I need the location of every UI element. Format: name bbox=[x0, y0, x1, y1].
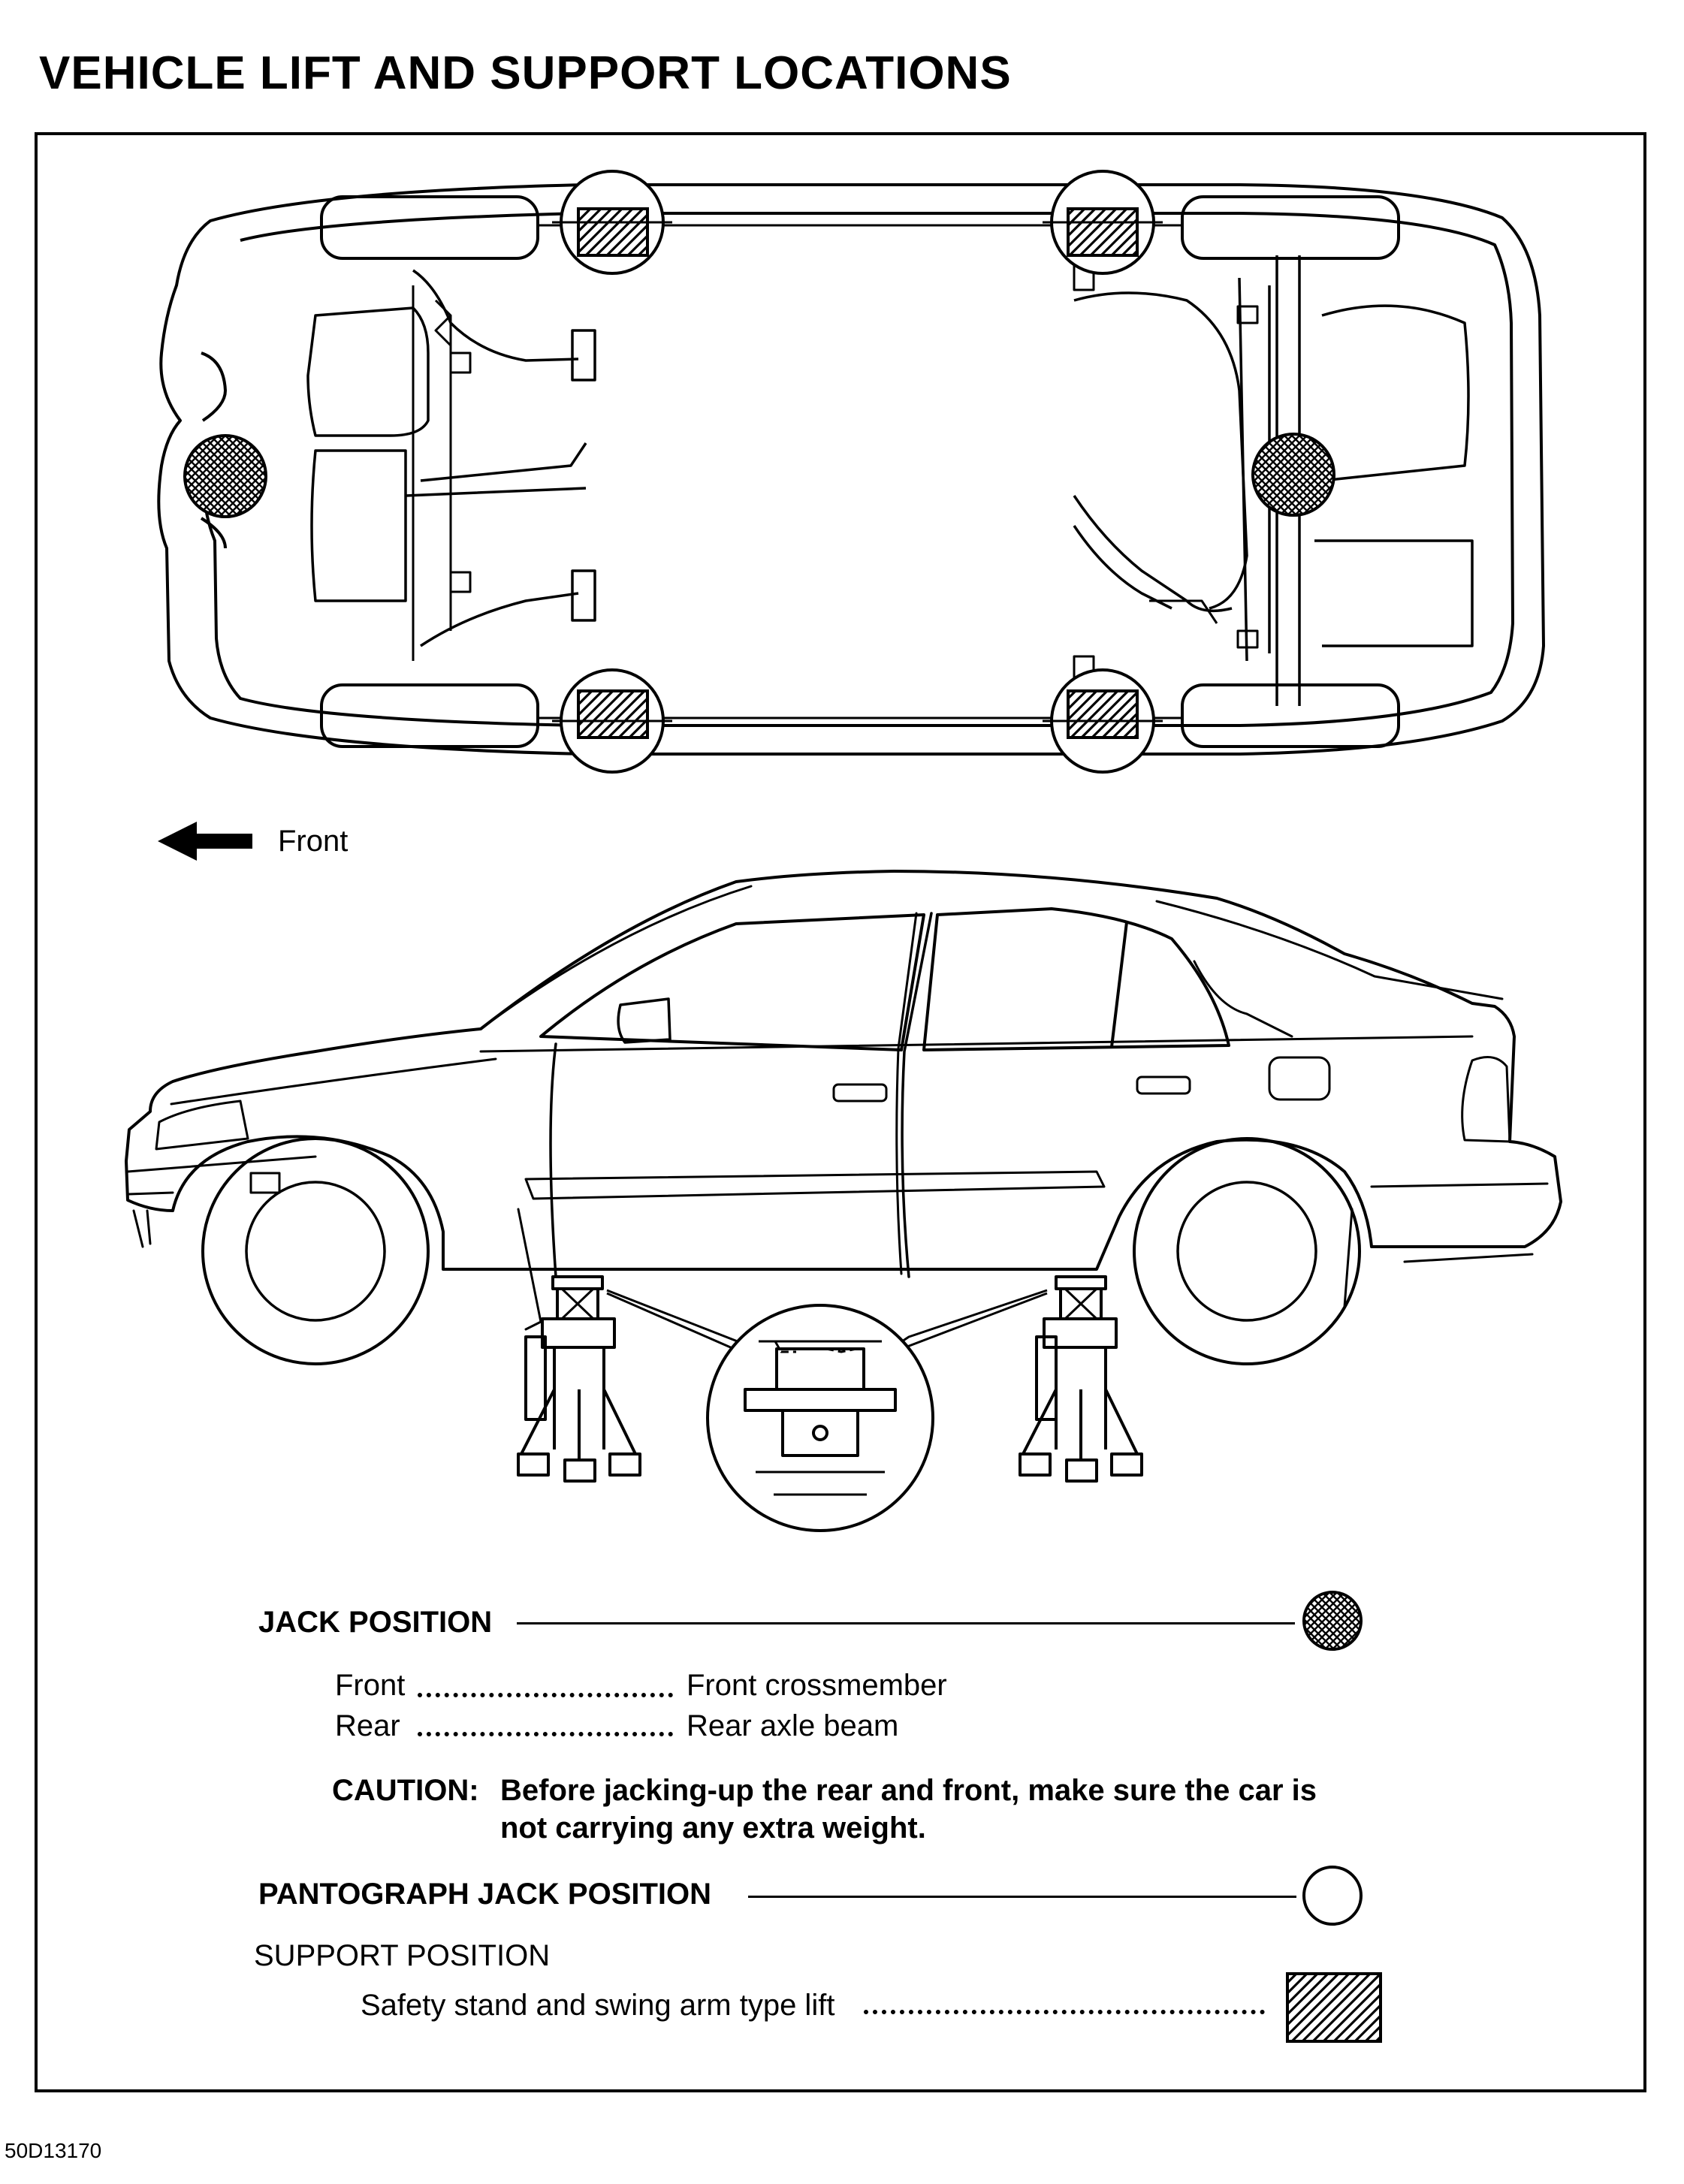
support-point-front-left bbox=[552, 170, 672, 275]
jack-position-leader-line bbox=[517, 1622, 1295, 1624]
figure-id: 50D13170 bbox=[5, 2139, 102, 2162]
front-window bbox=[539, 913, 925, 1051]
underbody-jack-points bbox=[183, 433, 1335, 518]
jack-front-leader-dots bbox=[418, 1693, 673, 1697]
support-point-rear-left bbox=[1043, 170, 1163, 275]
diagram-frame bbox=[35, 132, 1646, 2092]
front-rim bbox=[245, 1181, 386, 1322]
support-position-item: Safety stand and swing arm type lift bbox=[361, 1989, 835, 2022]
jack-position-symbol bbox=[1302, 1591, 1363, 1651]
rear-window bbox=[922, 907, 1230, 1051]
jack-front-value: Front crossmember bbox=[687, 1669, 947, 1702]
jack-front-key: Front bbox=[335, 1669, 406, 1702]
underbody-view bbox=[157, 183, 1545, 756]
pantograph-jack-label: PANTOGRAPH JACK POSITION bbox=[258, 1878, 712, 1911]
side-view-car bbox=[125, 870, 1562, 1365]
support-position-symbol bbox=[1286, 1972, 1382, 2043]
pantograph-leader-line bbox=[748, 1896, 1296, 1898]
page-title: VEHICLE LIFT AND SUPPORT LOCATIONS bbox=[39, 47, 1012, 99]
legend-symbols bbox=[1286, 1591, 1382, 2043]
rear-rim bbox=[1176, 1181, 1317, 1322]
support-position-label: SUPPORT POSITION bbox=[254, 1939, 551, 1972]
rear-tire bbox=[1133, 1137, 1361, 1365]
front-jack-stand bbox=[517, 1275, 641, 1483]
body-outline bbox=[157, 183, 1545, 756]
caution-text-line2: not carrying any extra weight. bbox=[500, 1811, 926, 1845]
jack-stands bbox=[517, 1275, 1143, 1532]
front-arrow-icon bbox=[158, 822, 252, 861]
front-tire bbox=[201, 1137, 430, 1365]
caution-text-line1: Before jacking-up the rear and front, ma… bbox=[500, 1774, 1317, 1807]
wheel-rear-right bbox=[1181, 683, 1400, 748]
jack-rear-value: Rear axle beam bbox=[687, 1709, 899, 1742]
wheel-front-left bbox=[320, 195, 539, 260]
underbody-support-points bbox=[552, 170, 1163, 774]
support-point-rear-right bbox=[1043, 668, 1163, 774]
rear-jack-stand bbox=[1019, 1275, 1143, 1483]
wheel-rear-left bbox=[1181, 195, 1400, 260]
jack-rear-leader-dots bbox=[418, 1732, 673, 1736]
support-leader-dots bbox=[864, 2010, 1265, 2014]
wheel-front-right bbox=[320, 683, 539, 748]
jack-rear-key: Rear bbox=[335, 1709, 400, 1742]
pantograph-jack-symbol bbox=[1302, 1866, 1363, 1926]
support-point-front-right bbox=[552, 668, 672, 774]
jack-stand-detail-callout bbox=[706, 1304, 934, 1532]
front-direction-label: Front bbox=[278, 825, 349, 858]
jack-point-rear-axle-beam bbox=[1251, 433, 1335, 517]
jack-point-front-crossmember bbox=[183, 434, 267, 518]
caution-label: CAUTION: bbox=[332, 1774, 479, 1807]
jack-position-label: JACK POSITION bbox=[258, 1606, 493, 1639]
car-body bbox=[125, 870, 1562, 1271]
